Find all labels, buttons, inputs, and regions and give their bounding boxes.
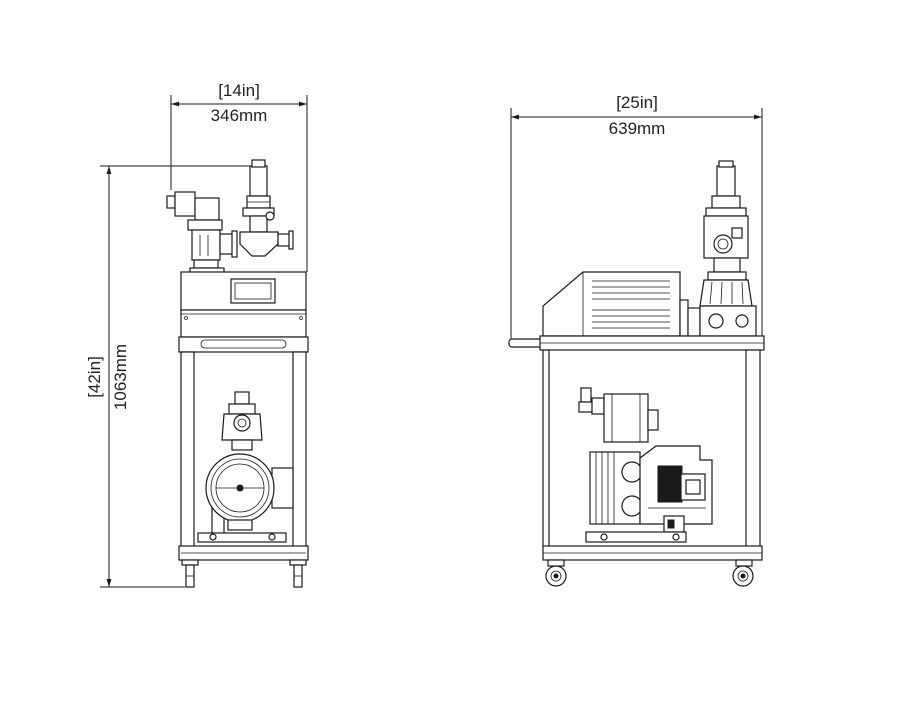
front-height-in-label: [42in] — [85, 356, 104, 398]
front-valve-assembly — [166, 159, 294, 275]
front-view: [14in] 346mm [42in] 1063mm — [85, 81, 309, 588]
side-cart-frame — [539, 335, 765, 561]
side-depth-mm-label: 639mm — [609, 119, 666, 138]
front-height-dimension: [42in] 1063mm — [85, 165, 252, 588]
front-height-mm-label: 1063mm — [111, 344, 130, 410]
side-valve-tower — [699, 160, 757, 337]
front-vacuum-pump — [197, 391, 294, 543]
side-depth-in-label: [25in] — [616, 93, 658, 112]
side-depth-dimension: [25in] 639mm — [510, 93, 763, 342]
front-casters — [181, 559, 307, 588]
front-width-dimension: [14in] 346mm — [170, 81, 308, 272]
side-vent-slots — [592, 280, 670, 329]
side-control-enclosure — [542, 271, 701, 337]
side-vacuum-pump — [578, 387, 713, 543]
side-view: [25in] 639mm — [508, 93, 765, 587]
side-casters — [545, 559, 754, 587]
front-width-in-label: [14in] — [218, 81, 260, 100]
front-width-mm-label: 346mm — [211, 106, 268, 125]
front-control-box — [178, 271, 309, 353]
